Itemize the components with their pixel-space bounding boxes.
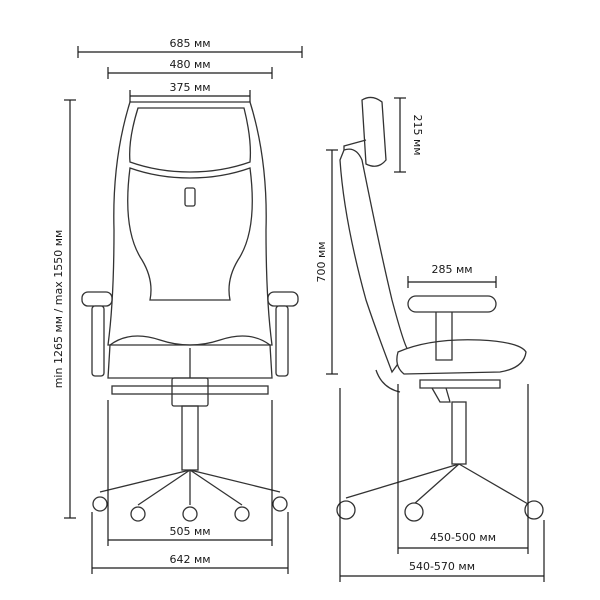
front-seat-plate	[111, 385, 269, 395]
side-armrest-pad	[407, 295, 497, 313]
side-mechanism	[419, 379, 501, 403]
caster-wheel	[524, 500, 544, 520]
label-headrest: 215 мм	[411, 114, 424, 155]
side-seat-cushion	[396, 339, 527, 375]
front-logo-badge	[184, 187, 196, 207]
front-base-legs	[99, 469, 281, 506]
front-chair	[81, 101, 299, 522]
side-armrest-post	[435, 312, 453, 361]
front-seat-cushion	[107, 335, 273, 379]
caster-wheel	[272, 496, 288, 512]
front-backrest	[107, 101, 273, 346]
front-left-armrest-post	[91, 305, 105, 377]
label-total-depth: 540-570 мм	[409, 560, 475, 573]
front-backrest-panel	[129, 107, 252, 173]
label-seat-width: 480 мм	[169, 58, 210, 71]
label-overall-width: 685 мм	[169, 37, 210, 50]
front-dimensions: 685 мм 480 мм 375 мм min 1265 мм / max 1…	[52, 37, 303, 574]
caster-wheel	[130, 506, 146, 522]
side-casters	[336, 500, 544, 522]
side-base-legs	[345, 463, 529, 505]
front-casters	[92, 496, 288, 522]
side-gas-lift	[451, 401, 467, 465]
side-backrest	[339, 148, 409, 374]
label-back-height: 700 мм	[315, 241, 328, 282]
front-right-armrest-post	[275, 305, 289, 377]
front-left-armrest-pad	[81, 291, 113, 307]
caster-wheel	[182, 506, 198, 522]
caster-wheel	[234, 506, 250, 522]
caster-wheel	[404, 502, 424, 522]
label-armrest: 285 мм	[431, 263, 472, 276]
front-right-armrest-pad	[267, 291, 299, 307]
side-lever	[375, 369, 401, 393]
side-headrest	[361, 96, 387, 167]
side-chair	[336, 96, 544, 522]
front-mechanism	[171, 377, 209, 407]
label-base-inner: 505 мм	[169, 525, 210, 538]
front-gas-lift	[181, 405, 199, 471]
label-height-range: min 1265 мм / max 1550 мм	[52, 230, 65, 389]
side-dimensions: 215 мм 700 мм 285 мм 450-500 мм 540-570 …	[315, 97, 545, 582]
label-base-outer: 642 мм	[169, 553, 210, 566]
label-back-width: 375 мм	[169, 81, 210, 94]
label-seat-depth: 450-500 мм	[430, 531, 496, 544]
front-lumbar-panel	[127, 167, 253, 301]
caster-wheel	[92, 496, 108, 512]
caster-wheel	[336, 500, 356, 520]
